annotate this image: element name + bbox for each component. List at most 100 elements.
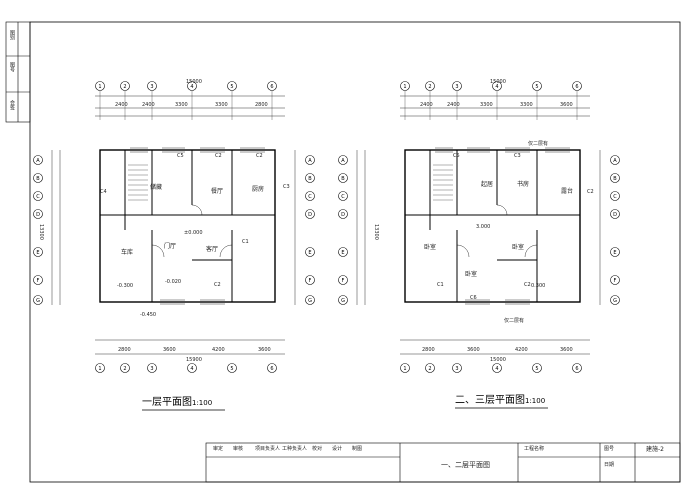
tb-label-discipline: 工种负责人 — [282, 446, 308, 452]
left-axis-left-bubble — [33, 191, 43, 201]
right-axis-top-bubble — [400, 81, 410, 91]
left-axis-bottom-bubble — [267, 363, 277, 373]
tb-label-pm: 项目负责人 — [255, 446, 281, 452]
right-top-dim-3: 3300 — [480, 102, 493, 108]
svg-text:D: D — [308, 212, 312, 218]
left-axis-top-bubble — [267, 81, 277, 91]
right-window-3: C2 — [587, 189, 594, 195]
svg-text:1: 1 — [98, 366, 101, 372]
right-axis-right-bubble — [610, 191, 620, 201]
right-top-dim-5: 3600 — [560, 102, 573, 108]
svg-text:A: A — [36, 158, 40, 164]
right-axis-left-bubble — [338, 275, 348, 285]
left-bottom-dim-4: 3600 — [258, 347, 271, 353]
right-axis-right-bubble — [610, 209, 620, 219]
left-bottom-dim-2: 3600 — [163, 347, 176, 353]
left-top-dim-4: 3300 — [215, 102, 228, 108]
left-level-1: ±0.000 — [184, 230, 203, 236]
strip-label-sign: 会签 — [9, 100, 15, 110]
svg-text:5: 5 — [230, 84, 233, 90]
left-plan-title: 一层平面图1:100 — [142, 397, 213, 408]
left-axis-right-bubble — [305, 173, 315, 183]
left-door-swing — [191, 204, 203, 216]
svg-text:5: 5 — [535, 84, 538, 90]
left-room-storage: 储藏 — [150, 184, 163, 191]
left-axis-bottom-bubble — [147, 363, 157, 373]
right-bottom-dim-4: 3600 — [560, 347, 573, 353]
svg-text:4: 4 — [495, 366, 498, 372]
strip-label-number: 图号 — [9, 62, 15, 72]
left-room-kitchen: 厨房 — [252, 186, 265, 193]
left-outer-wall — [99, 149, 276, 303]
left-top-total-dim: 15000 — [186, 79, 202, 85]
svg-text:4: 4 — [190, 366, 193, 372]
right-bottom-dim-2: 3600 — [467, 347, 480, 353]
right-room-terrace: 露台 — [561, 188, 574, 195]
right-window-4: C6 — [470, 295, 477, 301]
left-window-7: C4 — [100, 189, 107, 195]
right-bottom-total-dim: 15000 — [490, 357, 506, 363]
left-axis-right-bubble — [305, 155, 315, 165]
right-bottom-dim-1: 2800 — [422, 347, 435, 353]
left-room-dining: 餐厅 — [211, 188, 224, 195]
tb-label-drafting: 制图 — [352, 446, 363, 452]
svg-text:5: 5 — [230, 366, 233, 372]
left-bottom-total-dim: 15900 — [186, 357, 202, 363]
right-axis-bottom-bubble — [572, 363, 582, 373]
left-axis-left-bubble — [33, 209, 43, 219]
right-window-6: C2 — [524, 282, 531, 288]
left-level-4: -0.450 — [140, 312, 157, 318]
right-axis-left-bubble — [338, 295, 348, 305]
right-axis-right-bubble — [610, 155, 620, 165]
right-axis-top-bubble — [425, 81, 435, 91]
svg-text:C: C — [341, 194, 345, 200]
svg-text:F: F — [309, 278, 312, 284]
svg-text:D: D — [341, 212, 345, 218]
left-bottom-dim-3: 4200 — [212, 347, 225, 353]
right-door-swing — [456, 244, 470, 258]
right-plan-title: 二、三层平面图1:100 — [455, 395, 546, 406]
right-axis-right-bubble — [610, 275, 620, 285]
tb-label-design: 设计 — [332, 446, 343, 452]
left-window-5: C1 — [242, 239, 249, 245]
left-axis-bottom-bubble — [187, 363, 197, 373]
left-bottom-dim-1: 2800 — [118, 347, 131, 353]
tb-label-review: 审核 — [233, 446, 244, 452]
left-axis-left-bubble — [33, 295, 43, 305]
right-room-bedroom-1: 卧室 — [424, 244, 437, 251]
right-axis-right-bubble — [610, 247, 620, 257]
left-axis-left-bubble — [33, 275, 43, 285]
left-axis-top-bubble — [227, 81, 237, 91]
left-axis-left-bubble — [33, 155, 43, 165]
right-top-dim-4: 3300 — [520, 102, 533, 108]
tb-label-check: 校对 — [312, 446, 323, 452]
left-axis-right-bubble — [305, 247, 315, 257]
tb-label-project: 工程名称 — [524, 446, 545, 452]
left-top-dim-2: 2400 — [142, 102, 155, 108]
left-axis-top-bubble — [187, 81, 197, 91]
right-axis-bottom-bubble — [452, 363, 462, 373]
left-room-foyer: 门厅 — [164, 243, 177, 250]
svg-text:E: E — [613, 250, 616, 256]
right-window-2: C3 — [514, 153, 521, 159]
right-room-bedroom-3: 卧室 — [465, 271, 478, 278]
svg-text:C: C — [613, 194, 617, 200]
left-axis-bottom-bubble — [227, 363, 237, 373]
svg-text:B: B — [613, 176, 617, 182]
svg-text:6: 6 — [270, 84, 273, 90]
strip-label-type: 图别 — [9, 30, 15, 40]
right-axis-top-bubble — [572, 81, 582, 91]
left-level-2: -0.300 — [117, 283, 134, 289]
svg-text:3: 3 — [455, 84, 458, 90]
left-window-1: C5 — [177, 153, 184, 159]
svg-text:G: G — [613, 298, 617, 304]
svg-text:6: 6 — [270, 366, 273, 372]
svg-text:E: E — [36, 250, 39, 256]
right-bottom-dim-3: 4200 — [515, 347, 528, 353]
svg-text:A: A — [308, 158, 312, 164]
right-room-family: 起居 — [481, 181, 494, 188]
svg-text:4: 4 — [190, 84, 193, 90]
left-top-dim-5: 2800 — [255, 102, 268, 108]
svg-text:2: 2 — [428, 84, 431, 90]
